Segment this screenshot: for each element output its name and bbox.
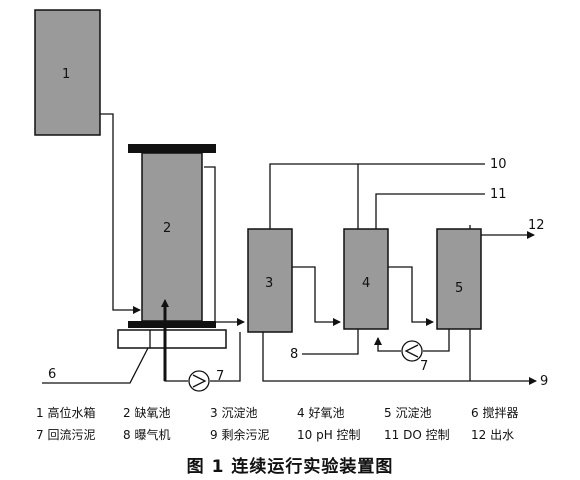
tank-5-label: 5	[455, 281, 463, 296]
legend-item: 9 剩余污泥	[210, 428, 270, 442]
aerator-line	[302, 329, 359, 355]
legend-item: 7 回流污泥	[36, 428, 96, 442]
return-sludge-line-b2	[374, 337, 401, 352]
legend-item: 11 DO 控制	[384, 428, 450, 442]
callout-7b: 7	[420, 359, 428, 374]
tank-4-label: 4	[362, 276, 370, 291]
legend-item: 10 pH 控制	[297, 428, 361, 442]
callout-12: 12	[528, 218, 545, 233]
legend-row-2: 7 回流污泥 8 曝气机 9 剩余污泥 10 pH 控制 11 DO 控制 12…	[36, 426, 558, 443]
tank-2-top-plate	[128, 144, 216, 153]
overflow-line-2-3	[204, 166, 245, 326]
transfer-line-3-4	[292, 266, 341, 326]
callout-6: 6	[48, 367, 56, 382]
pump-7b-icon	[401, 340, 423, 362]
callout-11: 11	[490, 187, 507, 202]
process-flow-diagram: 1 2 3 4 5	[34, 9, 548, 392]
tank-3-label: 3	[265, 276, 273, 291]
callout-8: 8	[290, 347, 298, 362]
transfer-line-4-5	[388, 266, 434, 326]
tank-4	[343, 228, 389, 330]
legend-item: 3 沉淀池	[210, 406, 258, 420]
tank-3	[247, 228, 293, 333]
waste-sludge-line	[262, 332, 537, 385]
return-sludge-line-b	[423, 329, 450, 352]
callout-7a: 7	[216, 369, 224, 384]
tank-5	[436, 228, 482, 330]
legend-item: 1 高位水箱	[36, 406, 96, 420]
feed-line	[100, 113, 141, 314]
callout-9: 9	[540, 374, 548, 389]
legend-item: 5 沉淀池	[384, 406, 432, 420]
tank-2-bottom-plate	[128, 321, 216, 328]
legend-item: 8 曝气机	[123, 428, 171, 442]
tank-1	[34, 9, 101, 136]
tank-2	[141, 152, 203, 322]
return-sludge-line-a	[210, 332, 241, 382]
legend-row-1: 1 高位水箱 2 缺氧池 3 沉淀池 4 好氧池 5 沉淀池 6 搅拌器	[36, 404, 558, 421]
ph-control-line	[269, 163, 485, 229]
tank-2-label: 2	[163, 221, 171, 236]
do-control-line	[375, 193, 485, 229]
legend-item: 6 搅拌器	[471, 406, 519, 420]
pump-7a-icon	[188, 370, 210, 392]
legend-item: 4 好氧池	[297, 406, 345, 420]
legend-item: 12 出水	[471, 428, 515, 442]
tank-1-label: 1	[62, 67, 70, 82]
legend-item: 2 缺氧池	[123, 406, 171, 420]
stirrer-base	[117, 329, 227, 349]
callout-10: 10	[490, 157, 507, 172]
stirrer-line	[42, 347, 149, 384]
figure-caption: 图 1 连续运行实验装置图	[186, 457, 394, 477]
